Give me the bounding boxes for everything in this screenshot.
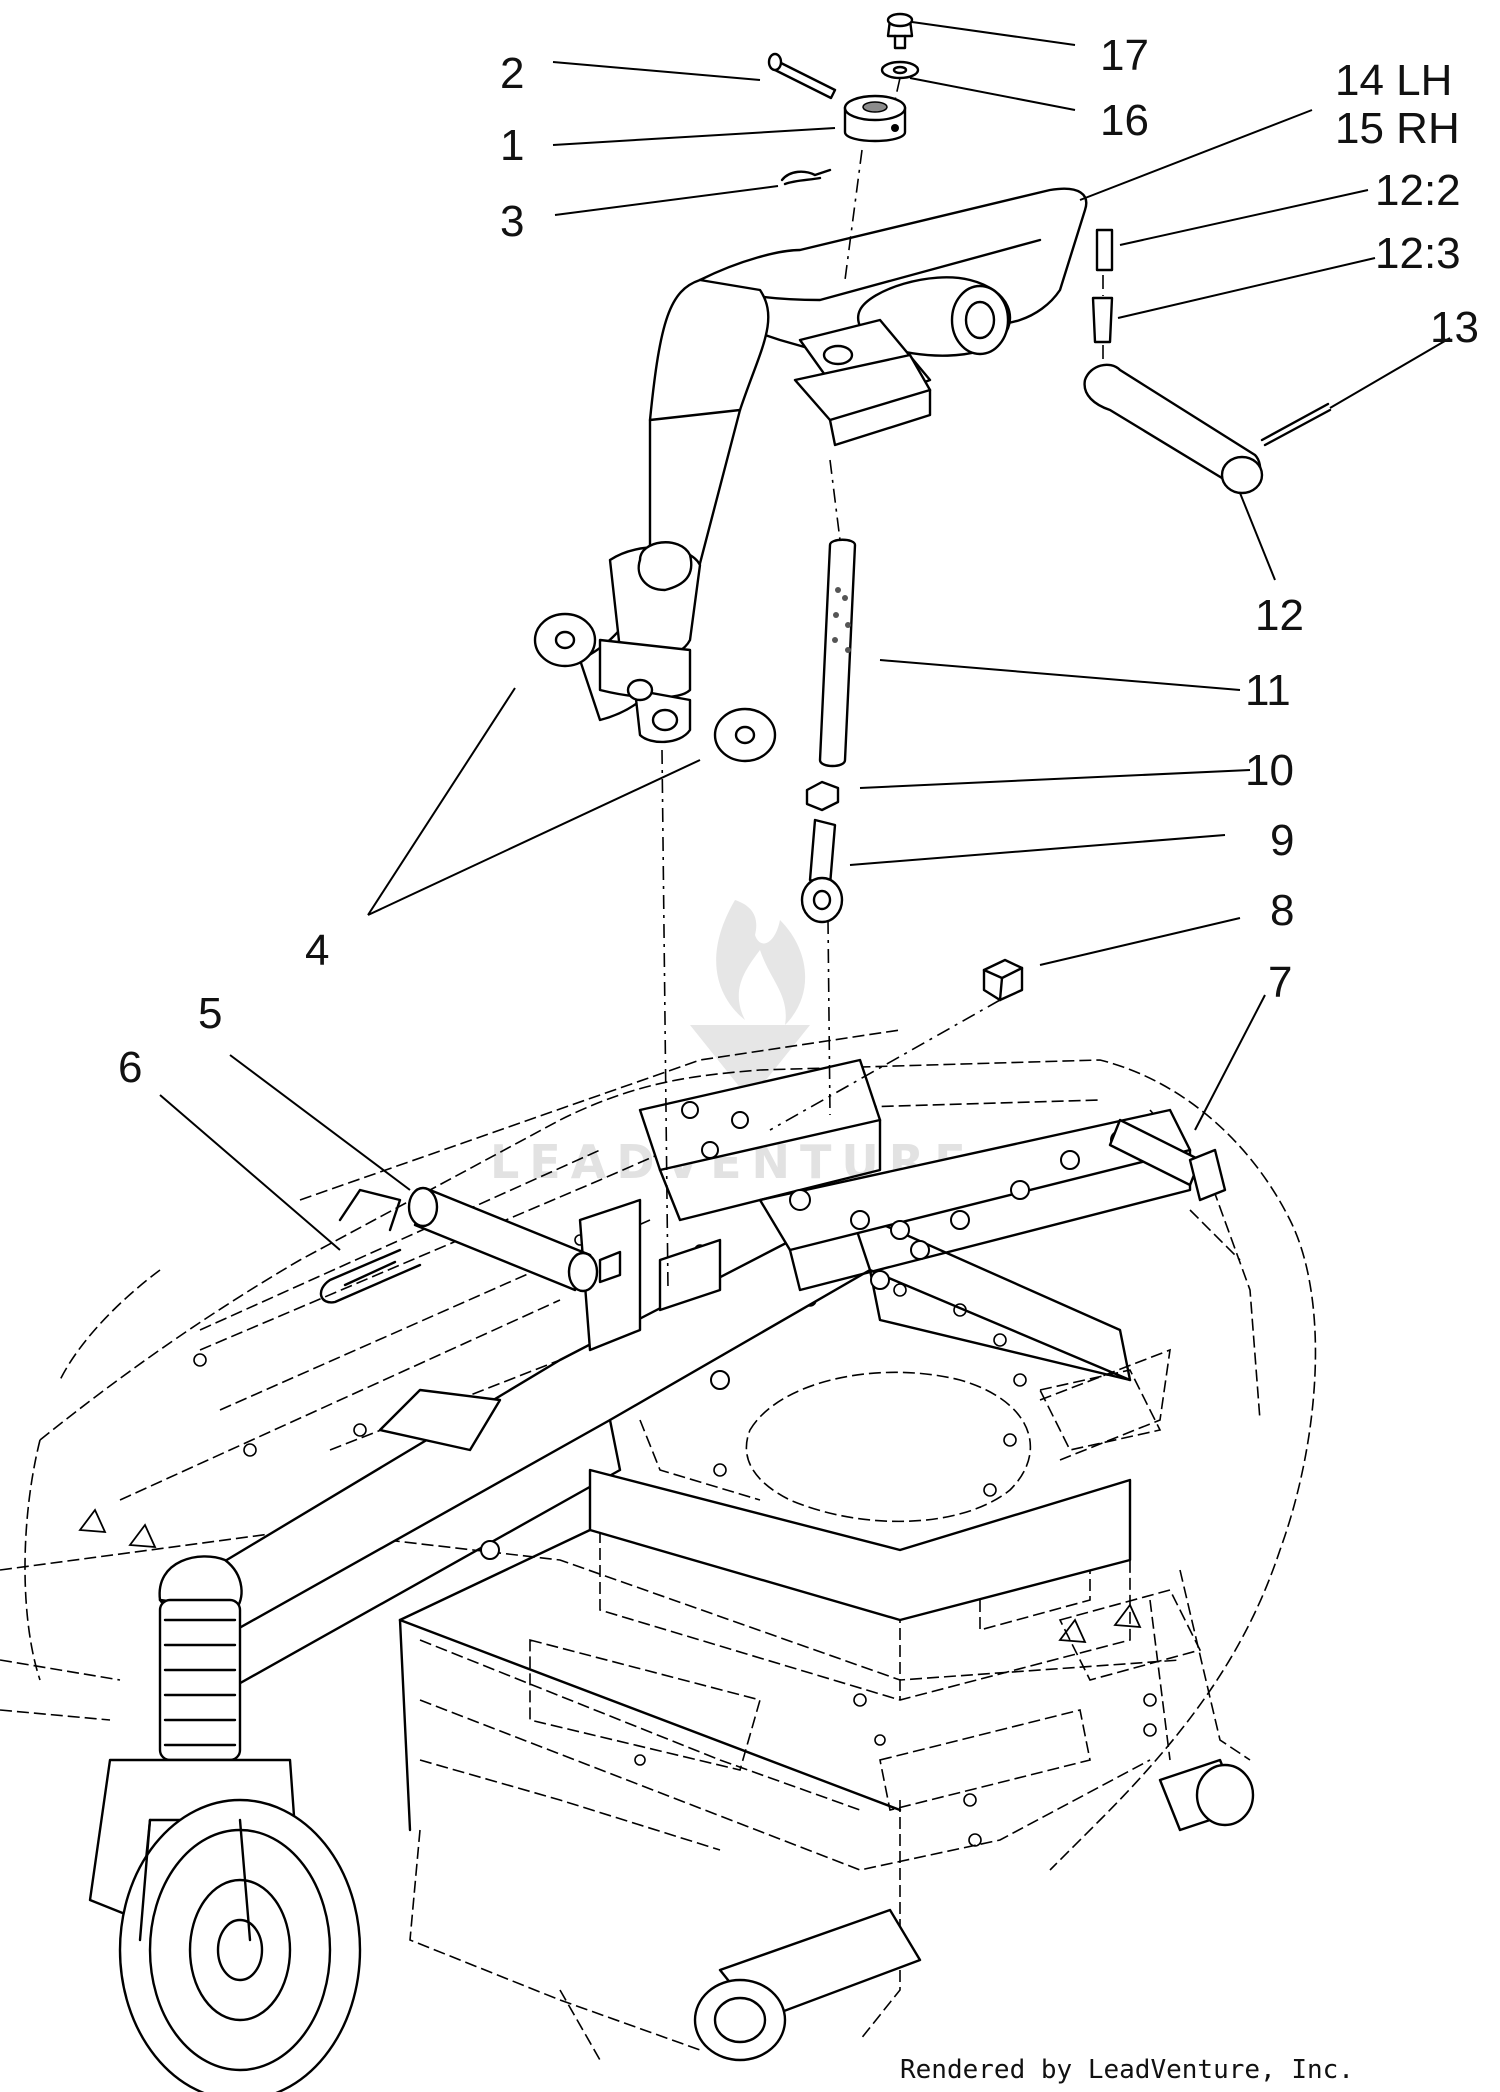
part-10-nut [805,780,840,812]
anti-scalp-roller [693,1758,1255,2062]
callout-7: 7 [1268,958,1292,1007]
part-11-tube [818,538,857,768]
callout-labels: 1 2 3 4 5 6 7 8 9 10 11 12 13 12:2 12:3 … [118,31,1479,1092]
callout-3: 3 [500,197,524,246]
callout-1: 1 [500,121,524,170]
callout-12: 12 [1255,591,1304,640]
callout-5: 5 [198,989,222,1038]
part-6-hairpin [319,1248,422,1304]
callout-14: 14 LH [1335,56,1452,105]
part-12-2-pin [1095,228,1114,272]
callout-12-3: 12:3 [1375,229,1461,278]
part-12-3-spring [1091,296,1114,344]
callout-11: 11 [1245,666,1291,715]
deck-lift-frame [158,1058,1192,1832]
callout-8: 8 [1270,886,1294,935]
leader-lines [159,21,1451,1251]
part-16-washer [880,60,920,80]
caster-wheel-assembly [88,1555,362,2092]
part-7-bolt [1108,1118,1227,1202]
callout-9: 9 [1270,816,1294,865]
callout-4: 4 [305,926,329,975]
callout-12-2: 12:2 [1375,166,1461,215]
part-17-bolt [886,12,914,50]
callout-15: 15 RH [1335,104,1460,153]
part-14-15-lift-arm [578,187,1088,744]
callout-17: 17 [1100,31,1149,80]
callout-13: 13 [1430,303,1479,352]
callout-2: 2 [500,49,524,98]
footer-credit: Rendered by LeadVenture, Inc. [900,2055,1354,2085]
part-1-collar [843,94,907,143]
part-12-handle [1083,363,1264,495]
part-9-rod-end [800,818,844,924]
callout-6: 6 [118,1043,142,1092]
part-3-cotter [780,168,832,186]
part-2-pin [767,52,837,100]
callout-16: 16 [1100,96,1149,145]
callout-10: 10 [1245,746,1294,795]
part-5-rod [407,1186,599,1293]
part-4-washers [533,612,777,763]
part-8-nut [982,958,1024,1002]
alignment-lines [661,77,1104,1291]
part-13-cotter [1260,402,1332,447]
